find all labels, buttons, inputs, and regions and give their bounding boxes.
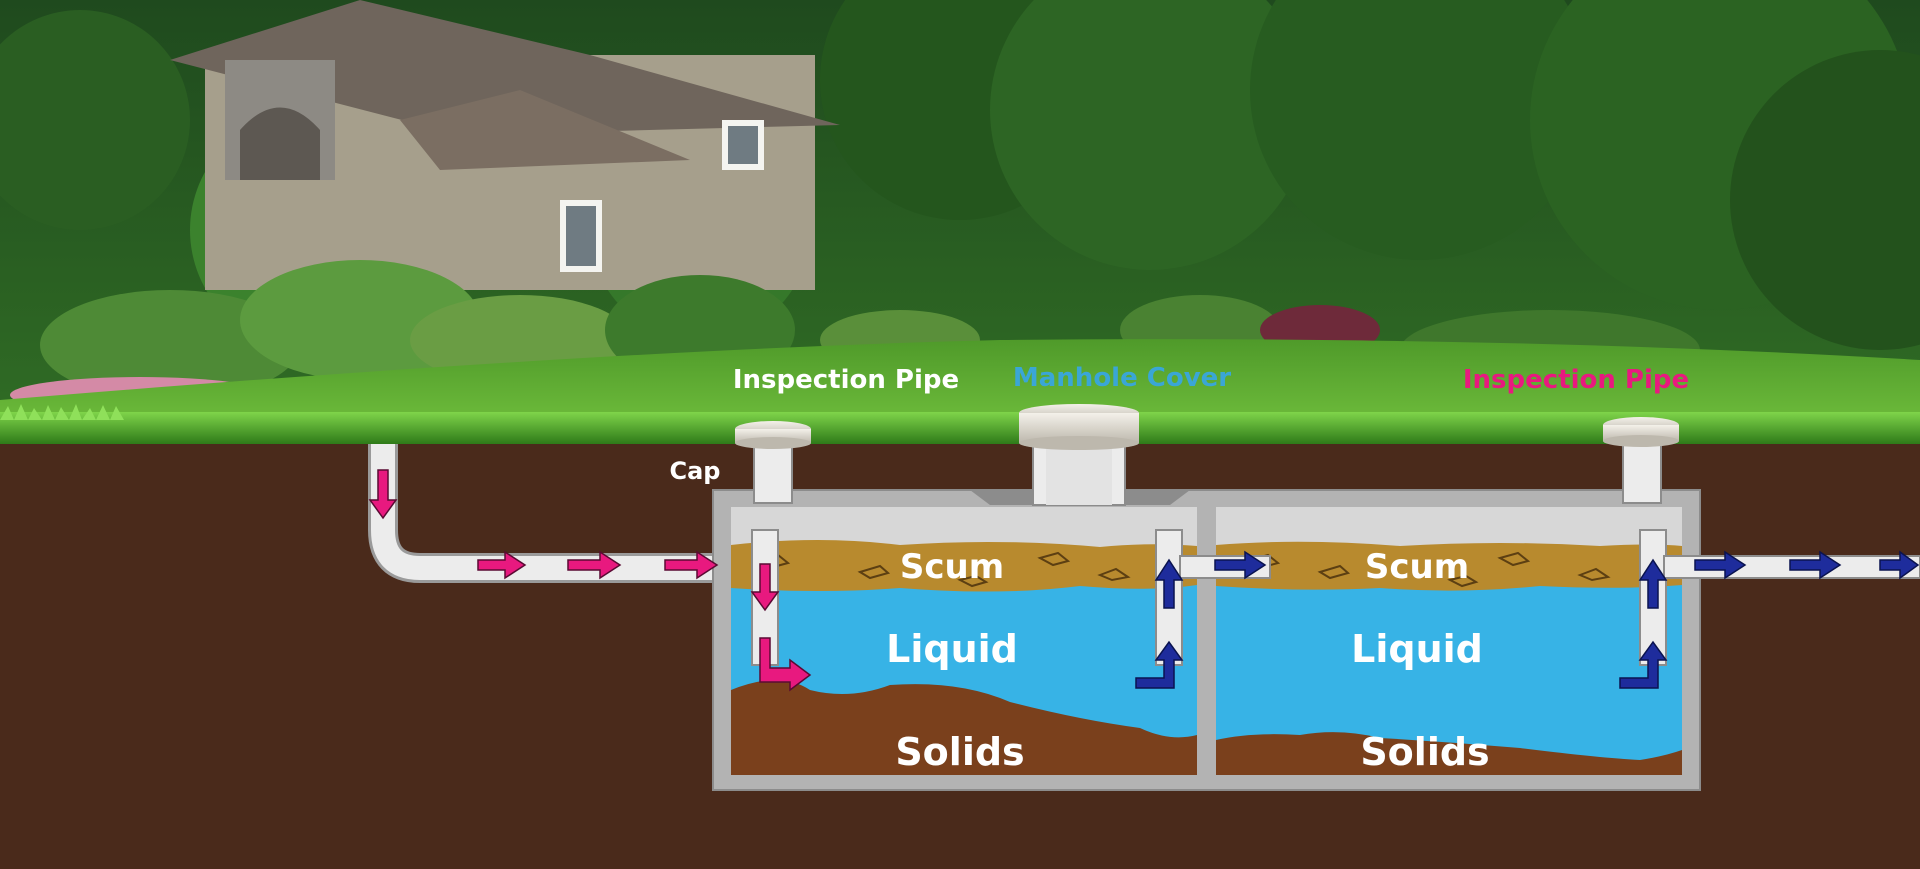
tank-2-scum-layer — [1216, 541, 1682, 591]
cap-label: Cap — [670, 457, 721, 485]
tank-2-solids-layer — [1216, 732, 1682, 775]
outflow-arrow-icon — [1694, 550, 1747, 580]
inflow-arrow-icon — [750, 563, 780, 612]
tank-2-liquid-label: Liquid — [1351, 627, 1483, 671]
outflow-arrow-icon — [1135, 640, 1184, 689]
inflow-arrow-icon — [368, 469, 398, 520]
outflow-arrow-icon — [1619, 640, 1668, 689]
tank-1: Scum Liquid Solids — [731, 507, 1197, 775]
right-inspection-riser[interactable] — [1603, 417, 1679, 504]
left-inspection-riser[interactable] — [735, 421, 811, 504]
inflow-arrow-icon — [664, 550, 719, 580]
outflow-arrow-icon — [1789, 550, 1842, 580]
tank-1-liquid-label: Liquid — [886, 627, 1018, 671]
grass-strip — [0, 404, 1920, 444]
outflow-arrows — [1135, 550, 1920, 689]
outflow-arrow-icon — [1154, 558, 1184, 609]
tank-1-scum-layer — [731, 540, 1197, 592]
tank-2-scum-label: Scum — [1365, 547, 1469, 587]
inspection-pipe-right-label: Inspection Pipe — [1463, 365, 1689, 395]
tank-1-solids-label: Solids — [895, 730, 1024, 774]
tank-2-solids-label: Solids — [1360, 730, 1489, 774]
house — [170, 0, 840, 290]
inflow-arrow-icon — [759, 637, 812, 692]
background-scene — [0, 0, 1920, 430]
outflow-arrow-icon — [1638, 558, 1668, 609]
manhole-cover-label: Manhole Cover — [1013, 363, 1231, 393]
inlet-pipe — [368, 444, 745, 583]
inflow-arrow-icon — [567, 550, 622, 580]
inflow-arrow-icon — [477, 550, 527, 580]
inflow-arrows — [368, 469, 812, 692]
inspection-pipe-left-label: Inspection Pipe — [733, 365, 959, 395]
lawn — [0, 339, 1920, 420]
tank-2: Scum Liquid Solids — [1216, 507, 1682, 775]
manhole-riser[interactable] — [1019, 404, 1139, 506]
outflow-arrow-icon — [1214, 550, 1267, 580]
tank-1-scum-label: Scum — [900, 547, 1004, 587]
tank-1-solids-layer — [731, 680, 1197, 775]
outflow-arrow-icon — [1879, 550, 1920, 580]
